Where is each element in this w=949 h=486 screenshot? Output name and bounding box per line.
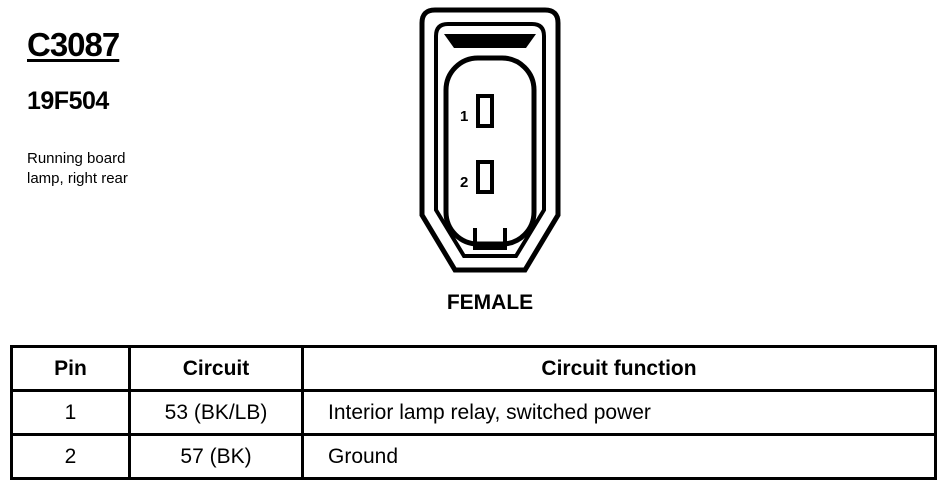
table-row: 2 57 (BK) Ground [10, 433, 937, 480]
header-pin: Pin [10, 345, 131, 392]
header-circuit: Circuit [128, 345, 304, 392]
connector-latch [444, 34, 536, 48]
header-function: Circuit function [301, 345, 937, 392]
connector-inner-outline [434, 22, 546, 258]
description-line: Running board [27, 150, 126, 167]
connector-gender: FEMALE [446, 291, 534, 314]
table-header-row: Pin Circuit Circuit function [10, 345, 937, 392]
description-line: lamp, right rear [27, 170, 128, 187]
pin-2-label: 2 [460, 174, 468, 191]
connector-description: Running board lamp, right rear [27, 149, 187, 189]
pin-2-terminal [476, 160, 494, 194]
connector-id: C3087 [27, 26, 120, 63]
row-pin: 2 [10, 433, 131, 480]
pin-cavity [443, 55, 537, 247]
part-number: 19F504 [27, 87, 109, 115]
table-row: 1 53 (BK/LB) Interior lamp relay, switch… [10, 389, 937, 436]
pin-1-label: 1 [460, 108, 468, 125]
connector-face-diagram: 1 2 [419, 7, 561, 273]
pinout-table: Pin Circuit Circuit function 1 53 (BK/LB… [10, 345, 937, 480]
row-circuit: 53 (BK/LB) [128, 389, 304, 436]
row-circuit: 57 (BK) [128, 433, 304, 480]
row-function: Interior lamp relay, switched power [301, 389, 937, 436]
row-pin: 1 [10, 389, 131, 436]
connector-housing-outline [419, 7, 561, 273]
pin-1-terminal [476, 94, 494, 128]
row-function: Ground [301, 433, 937, 480]
connector-key [473, 228, 507, 250]
